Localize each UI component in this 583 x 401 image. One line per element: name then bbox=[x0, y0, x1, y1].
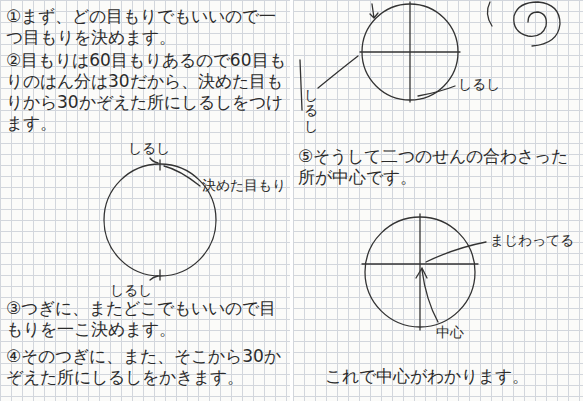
pencil-stroke bbox=[300, 60, 302, 110]
conclusion-text: これで中心がわかります。 bbox=[325, 366, 580, 387]
leader-arrow bbox=[416, 268, 438, 322]
leader-line bbox=[318, 56, 358, 88]
leader-line bbox=[426, 242, 486, 262]
mark bbox=[159, 160, 160, 170]
leader-line bbox=[150, 158, 158, 163]
mark-label: しるし bbox=[304, 88, 318, 134]
step-text: ④そのつぎに、また、そこから30かぞえた所にしるしをかきます。 bbox=[6, 346, 286, 388]
mark-label: しるし bbox=[110, 282, 152, 299]
step-text: ⑤そうして二つのせんの合わさった所が中心です。 bbox=[298, 146, 578, 188]
step-text: ②目もりは60目もりあるので60目もりのはん分は30だから、決めた目もりから30… bbox=[6, 50, 286, 134]
arrow-mark bbox=[370, 4, 378, 18]
callout-label: 中心 bbox=[436, 324, 464, 341]
leader-line bbox=[418, 86, 455, 96]
mark-label: しるし bbox=[458, 76, 500, 93]
mark bbox=[159, 270, 160, 280]
mark-label: しるし bbox=[128, 140, 170, 157]
callout-label: まじわってる bbox=[490, 232, 574, 249]
notebook-page bbox=[293, 0, 583, 401]
clock-circle bbox=[104, 164, 216, 276]
step-text: ①まず、どの目もりでもいいので一つ目もりを決めます。 bbox=[6, 6, 286, 48]
scribble bbox=[487, 2, 492, 26]
mark-label: 決めた目もり bbox=[202, 177, 286, 194]
scribble bbox=[514, 2, 560, 46]
guide-line bbox=[360, 51, 460, 52]
step-text: ③つぎに、またどこでもいいので目もりを一こ決めます。 bbox=[6, 298, 286, 340]
leader-line bbox=[164, 166, 200, 186]
leader-line bbox=[150, 276, 158, 280]
